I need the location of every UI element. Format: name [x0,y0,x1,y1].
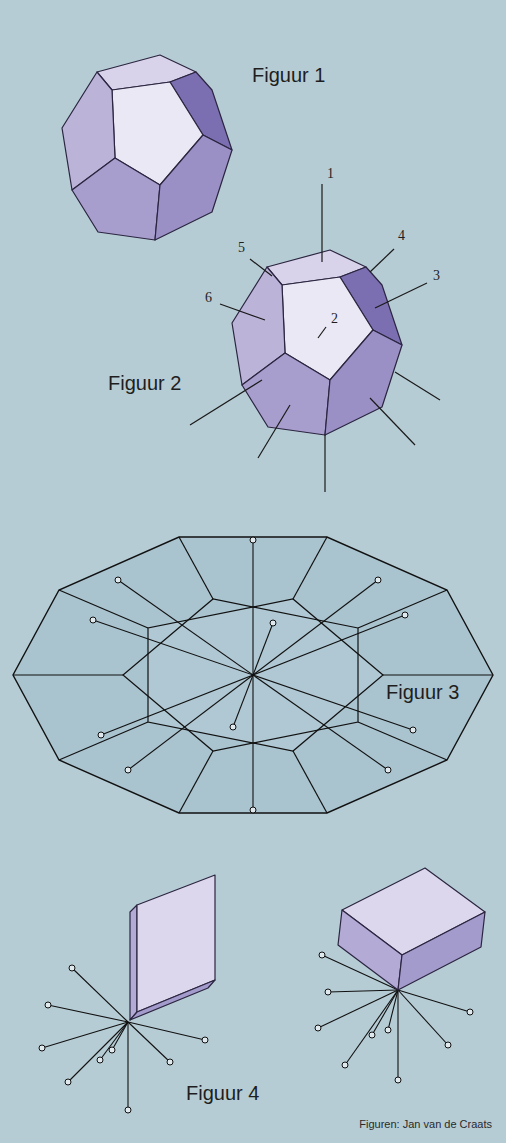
axis-star [90,537,416,813]
rhombic-cell [130,875,215,1020]
wireframe-dodecahedron [13,537,493,813]
dodecahedron-with-axes [232,250,402,435]
callout-number: 2 [331,311,338,327]
figure-label: Figuur 4 [186,1082,259,1105]
figure-label: Figuur 1 [252,64,325,87]
figure-label: Figuur 2 [108,372,181,395]
face-normal-lines [190,184,440,492]
callout-number: 6 [205,290,212,306]
callout-number: 1 [327,166,334,182]
dodecahedron [62,55,232,240]
callout-number: 3 [433,268,440,284]
credit-line: Figuren: Jan van de Craats [359,1118,492,1131]
callout-number: 4 [398,228,405,244]
rhombic-cell [338,868,485,990]
figure-label: Figuur 3 [386,681,459,704]
callout-number: 5 [238,240,245,256]
